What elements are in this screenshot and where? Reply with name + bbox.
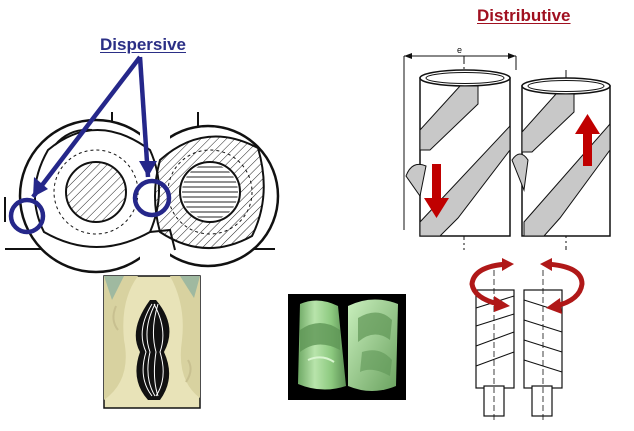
distributive-screw-pair [403, 53, 611, 250]
dispersive-label: Dispersive [100, 35, 186, 54]
screw-element-render [288, 294, 406, 400]
left-screw-shaft [65, 161, 127, 223]
intermesh-gap-circle [132, 178, 172, 218]
rotating-screw-sketch [475, 270, 563, 420]
dimension-mark: e [457, 45, 462, 55]
dispersive-cross-section [4, 112, 280, 274]
arrowhead-left [33, 177, 48, 197]
arrow-shaft-right [137, 56, 151, 178]
red-up-arrow-icon [575, 114, 600, 166]
distributive-label: Distributive [477, 6, 571, 25]
curved-rotation-arrow-icon [469, 258, 585, 314]
arrow-shaft-left [31, 55, 142, 199]
tip-clearance-circle [8, 197, 46, 235]
arrowhead-right [139, 161, 157, 177]
melt-stream [135, 300, 170, 400]
dispersive-annotation [8, 55, 172, 235]
red-down-arrow-icon [424, 164, 449, 218]
kneading-flow-inset [103, 275, 201, 409]
